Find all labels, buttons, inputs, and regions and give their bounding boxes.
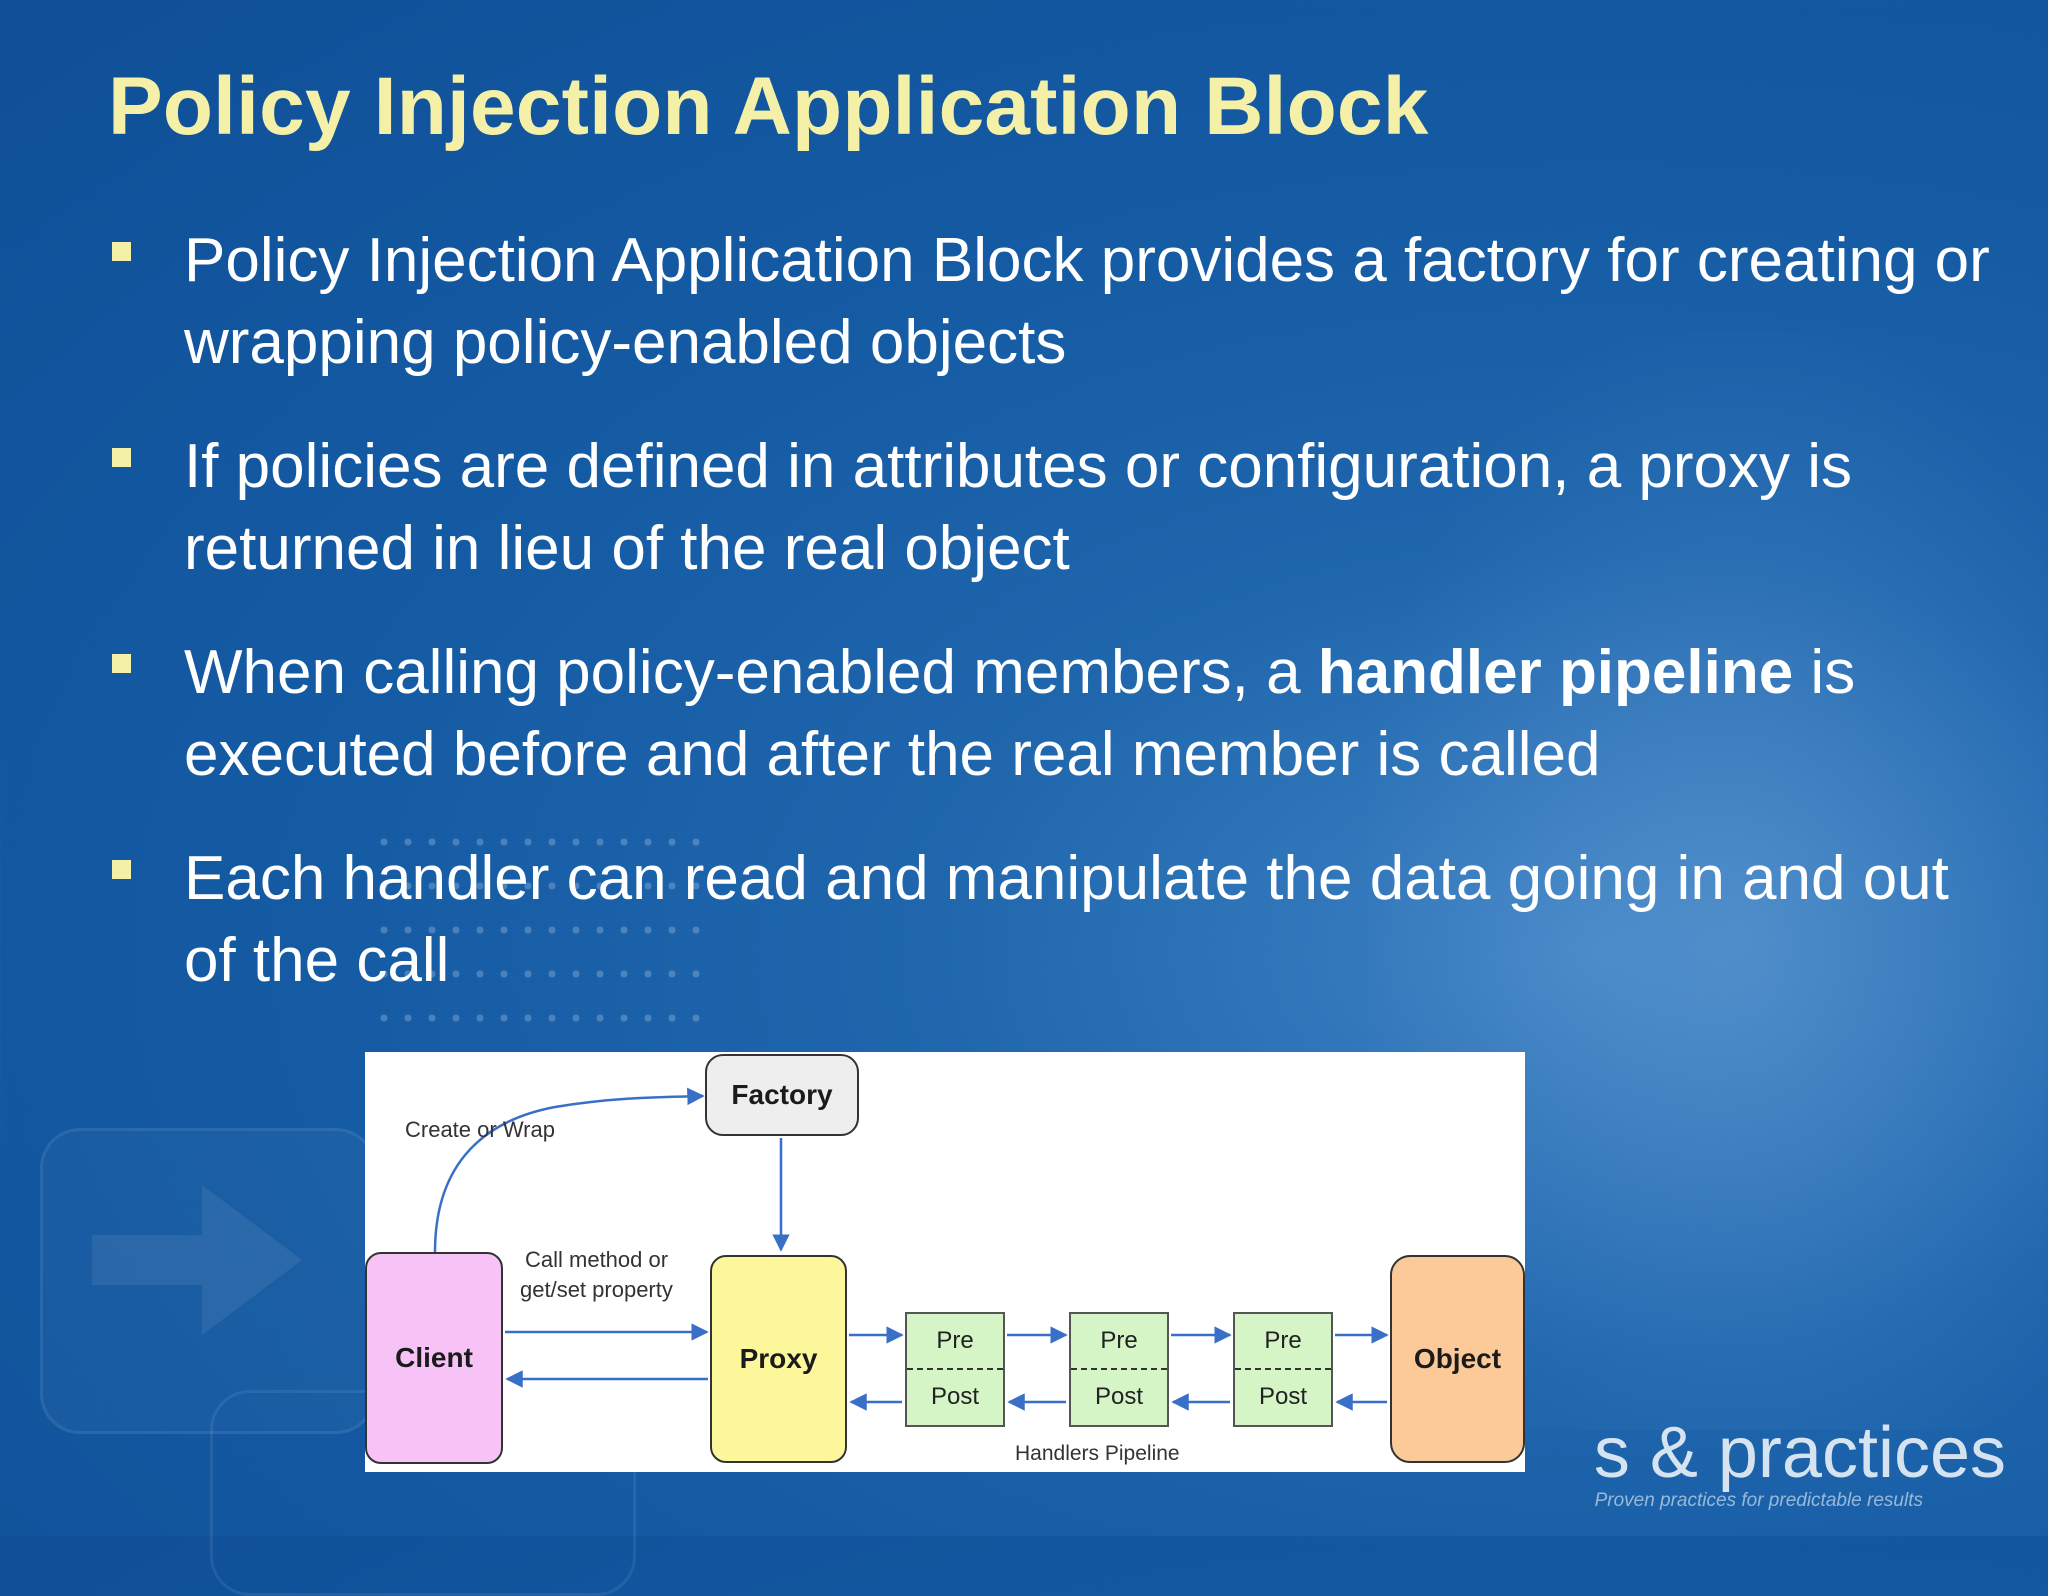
bullet-item: Each handler can read and manipulate the… bbox=[110, 838, 1990, 1002]
call-method-label: Call method or bbox=[525, 1247, 669, 1272]
handler-box: Pre Post bbox=[1069, 1312, 1169, 1427]
bullet-text-prefix: When calling policy-enabled members, a bbox=[184, 638, 1318, 707]
handler-pre: Pre bbox=[907, 1314, 1003, 1370]
background-dot-grid bbox=[372, 820, 712, 1050]
arrow-right-icon bbox=[92, 1185, 302, 1335]
handler-box: Pre Post bbox=[1233, 1312, 1333, 1427]
square-bullet-icon bbox=[112, 242, 131, 261]
create-or-wrap-arrow bbox=[433, 1087, 705, 1253]
bullet-text-emphasis: handler pipeline bbox=[1317, 638, 1794, 707]
bullet-text: If policies are defined in attributes or… bbox=[184, 432, 1853, 583]
handler-box: Pre Post bbox=[905, 1312, 1005, 1427]
pipeline-diagram: Factory Client Proxy Object Pre Post Pre… bbox=[365, 1052, 1525, 1472]
square-bullet-icon bbox=[112, 654, 131, 673]
handler-post: Post bbox=[1094, 1383, 1144, 1411]
handler-post: Post bbox=[1258, 1383, 1308, 1411]
get-set-property-label: get/set property bbox=[520, 1277, 673, 1302]
handler-pre: Pre bbox=[1235, 1314, 1331, 1370]
create-or-wrap-label: Create or Wrap bbox=[405, 1117, 555, 1142]
client-box: Client bbox=[365, 1252, 503, 1464]
square-bullet-icon bbox=[112, 448, 131, 467]
square-bullet-icon bbox=[112, 860, 131, 879]
proxy-box: Proxy bbox=[710, 1255, 847, 1463]
handler-post: Post bbox=[930, 1383, 980, 1411]
bullet-item: Policy Injection Application Block provi… bbox=[110, 220, 1990, 384]
slide-title: Policy Injection Application Block bbox=[108, 61, 1429, 152]
bullet-text-suffix: is executed before and after the real me… bbox=[184, 638, 1856, 789]
bullet-item: When calling policy-enabled members, a h… bbox=[110, 632, 1990, 796]
handler-pre: Pre bbox=[1071, 1314, 1167, 1370]
bullet-text: Policy Injection Application Block provi… bbox=[184, 226, 1990, 377]
bullet-text: Each handler can read and manipulate the… bbox=[184, 844, 1949, 995]
bullet-item: If policies are defined in attributes or… bbox=[110, 426, 1990, 590]
diagram-arrows bbox=[433, 1087, 1389, 1411]
handlers-pipeline-label: Handlers Pipeline bbox=[1015, 1442, 1180, 1465]
brand-logo-text: s & practices bbox=[1593, 1413, 2006, 1493]
bullet-list: Policy Injection Application Block provi… bbox=[110, 220, 1990, 1044]
brand-tagline: Proven practices for predictable results bbox=[1594, 1490, 1923, 1511]
object-box: Object bbox=[1390, 1255, 1525, 1463]
factory-box: Factory bbox=[705, 1054, 859, 1136]
